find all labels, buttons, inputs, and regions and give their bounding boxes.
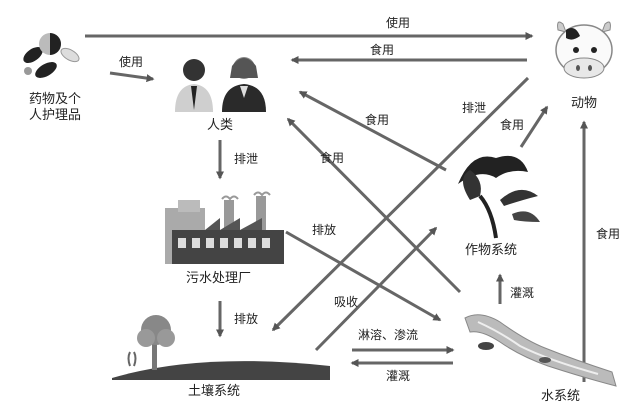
people-icon (175, 57, 266, 112)
edge-label-water-humans: 食用 (320, 151, 345, 165)
edge-label-animals-humans: 食用 (370, 43, 395, 57)
edge-crops-animals (519, 105, 549, 148)
pills-icon (23, 33, 80, 78)
edge-label-crops-humans: 食用 (365, 113, 390, 127)
edge-label-pharma-humans: 使用 (119, 55, 144, 69)
river-icon (464, 314, 617, 387)
edge-label-soil-water: 淋溶、渗流 (358, 328, 419, 342)
edge-label-water-crops: 灌溉 (510, 286, 535, 300)
node-label-soil: 土壤系统 (188, 384, 241, 399)
edge-label-humans-wwtp: 排泄 (234, 152, 259, 166)
node-label-animals: 动物 (571, 96, 598, 111)
edge-label-wwtp-soil: 排放 (234, 312, 259, 326)
edge-soil-crops (314, 226, 438, 352)
node-label-water: 水系统 (541, 389, 581, 404)
edge-wwtp-water (285, 230, 442, 322)
edge-pharma-humans (109, 71, 155, 83)
edge-label-water-animals: 食用 (596, 227, 621, 241)
node-label-wwtp: 污水处理厂 (186, 271, 252, 286)
node-label-crops: 作物系统 (465, 243, 518, 258)
edge-label-pharma-animals: 使用 (386, 16, 411, 30)
edge-label-water-soil: 灌溉 (386, 369, 411, 383)
node-label-humans: 人类 (207, 118, 234, 133)
node-label-pharma: 药物及个 人护理品 (28, 92, 81, 123)
edge-label-wwtp-water: 排放 (312, 223, 337, 237)
soil-tree-icon (112, 315, 330, 380)
plant-icon (458, 155, 540, 239)
factory-icon (165, 191, 284, 264)
edge-animals-soil (271, 76, 530, 332)
edge-water-humans (286, 117, 462, 294)
edge-label-animals-soil: 排泄 (462, 101, 487, 115)
edge-crops-humans (298, 90, 447, 172)
edge-label-crops-animals: 食用 (500, 118, 525, 132)
cow-icon (555, 21, 613, 79)
edge-label-soil-crops: 吸收 (334, 295, 359, 309)
